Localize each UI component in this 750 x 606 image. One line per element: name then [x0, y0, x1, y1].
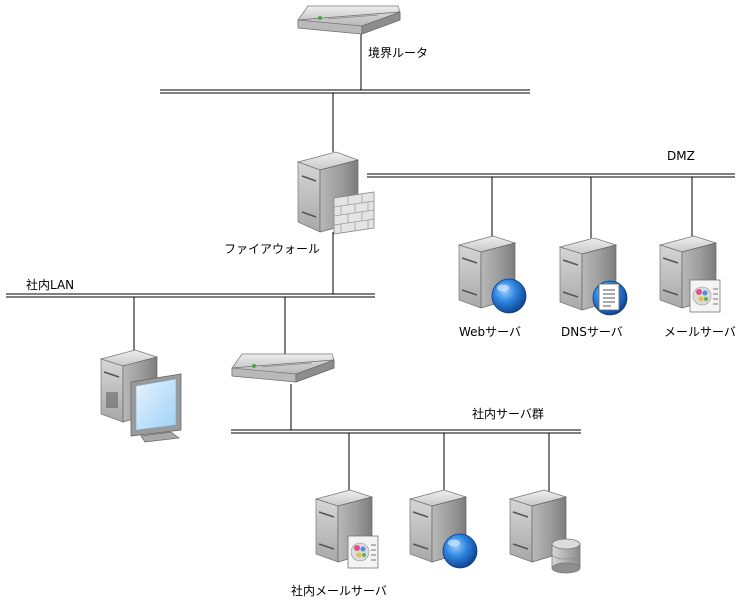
internal-web-server-icon: [408, 489, 478, 569]
database-server-icon: [508, 489, 581, 574]
internal-server-group-label: 社内サーバ群: [472, 406, 544, 421]
internal-mail-server-icon: [314, 489, 379, 569]
internal-lan-label: 社内LAN: [26, 277, 74, 292]
mail-server-icon: [658, 235, 721, 313]
dns-server-label: DNSサーバ: [561, 325, 623, 339]
dns-server-icon: [558, 237, 628, 316]
internal-mail-server-label: 社内メールサーバ: [291, 583, 387, 598]
dmz-label: DMZ: [667, 149, 695, 163]
connection-lines: [6, 32, 735, 492]
firewall-server-icon: [296, 151, 375, 235]
diagram-labels: 境界ルータ ファイアウォール DMZ Webサーバ DNSサーバ メールサーバ …: [26, 45, 736, 598]
border-router-label: 境界ルータ: [368, 45, 428, 60]
firewall-label: ファイアウォール: [224, 242, 320, 256]
workstation-icon: [99, 349, 182, 443]
router-icon: [297, 5, 401, 35]
web-server-label: Webサーバ: [459, 325, 521, 339]
switch-icon: [231, 353, 335, 383]
mail-server-label: メールサーバ: [664, 325, 736, 339]
web-server-icon: [457, 235, 527, 314]
